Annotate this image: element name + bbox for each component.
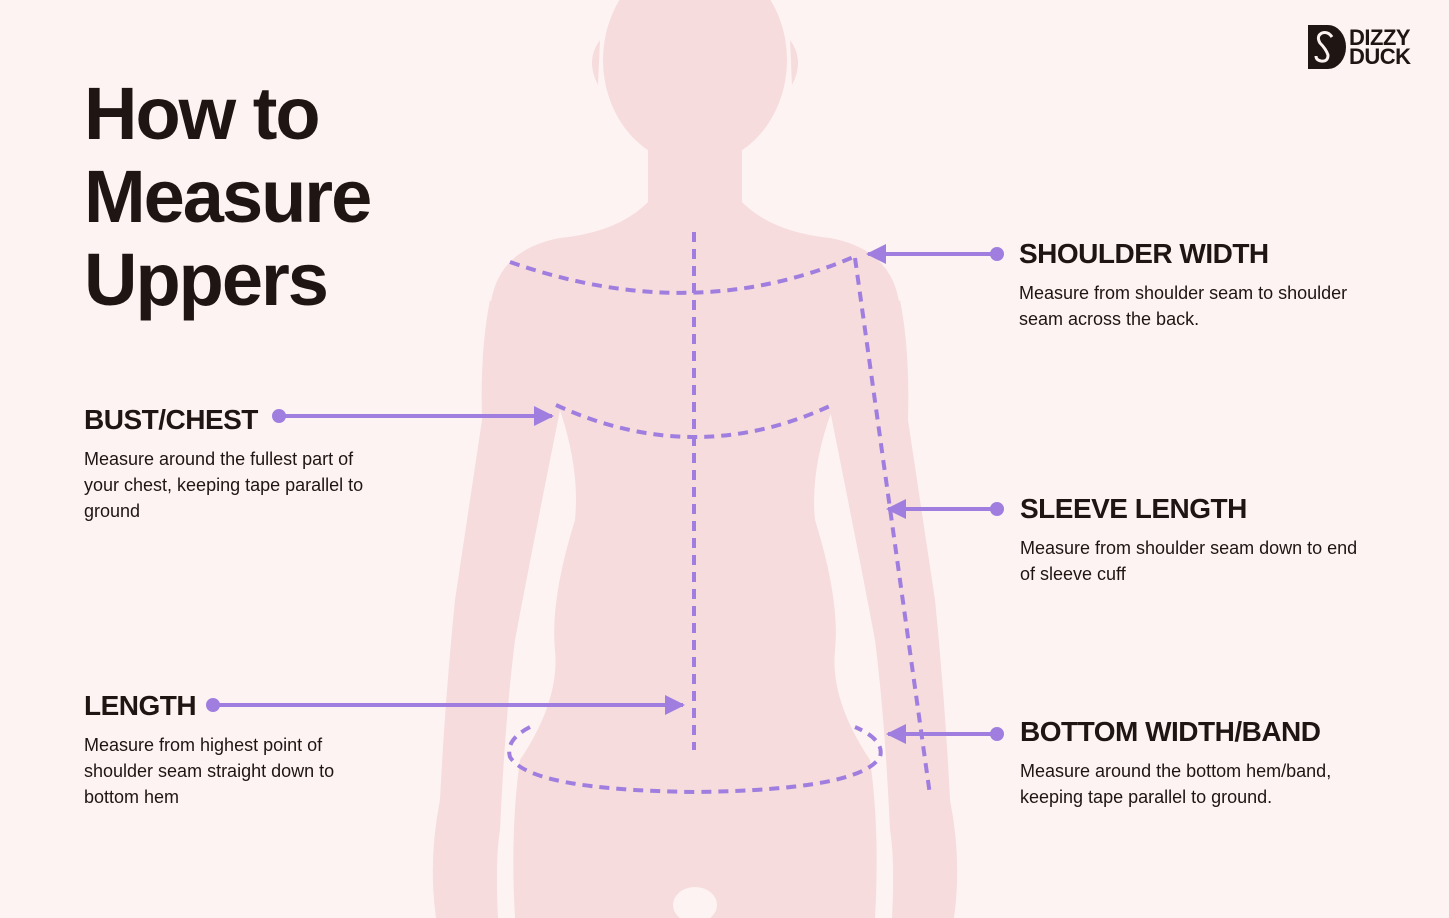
shoulder-line: [509, 253, 859, 295]
shoulder-width-block: SHOULDER WIDTH Measure from shoulder sea…: [1019, 238, 1369, 332]
measurement-lines: [507, 232, 932, 796]
sleeve-length-block: SLEEVE LENGTH Measure from shoulder seam…: [1020, 493, 1360, 587]
brand-logo: DIZZY DUCK: [1308, 25, 1411, 69]
sleeve-length-description: Measure from shoulder seam down to end o…: [1020, 538, 1358, 584]
brand-name-line2: DUCK: [1349, 44, 1411, 69]
pointer-arrows: [206, 244, 1004, 744]
shoulder-width-description: Measure from shoulder seam to shoulder s…: [1019, 283, 1348, 329]
sleeve-line: [853, 257, 932, 796]
bust-chest-description: Measure around the fullest part of your …: [84, 449, 364, 521]
title-line3: Uppers: [84, 238, 329, 321]
length-block: LENGTH Measure from highest point of sho…: [84, 690, 384, 810]
bust-chest-block: BUST/CHEST Measure around the fullest pa…: [84, 404, 384, 524]
title-line1: How to: [84, 72, 321, 155]
left-arm: [432, 300, 560, 918]
length-description: Measure from highest point of shoulder s…: [84, 735, 335, 807]
bust-chest-label: BUST/CHEST: [84, 404, 258, 435]
bottom-width-description: Measure around the bottom hem/band, keep…: [1020, 761, 1332, 807]
shoulder-width-label: SHOULDER WIDTH: [1019, 238, 1269, 269]
title-line2: Measure: [84, 155, 372, 238]
bottom-width-label: BOTTOM WIDTH/BAND: [1020, 716, 1321, 747]
page-title: How to Measure Uppers: [84, 72, 372, 321]
body-silhouette: [432, 0, 958, 918]
bottom-band-line: [507, 725, 883, 795]
bottom-width-block: BOTTOM WIDTH/BAND Measure around the bot…: [1020, 716, 1360, 810]
brand-name-line1: DIZZY: [1349, 25, 1411, 50]
duck-logo-icon: [1308, 25, 1346, 69]
sleeve-length-label: SLEEVE LENGTH: [1020, 493, 1247, 524]
length-label: LENGTH: [84, 690, 197, 721]
